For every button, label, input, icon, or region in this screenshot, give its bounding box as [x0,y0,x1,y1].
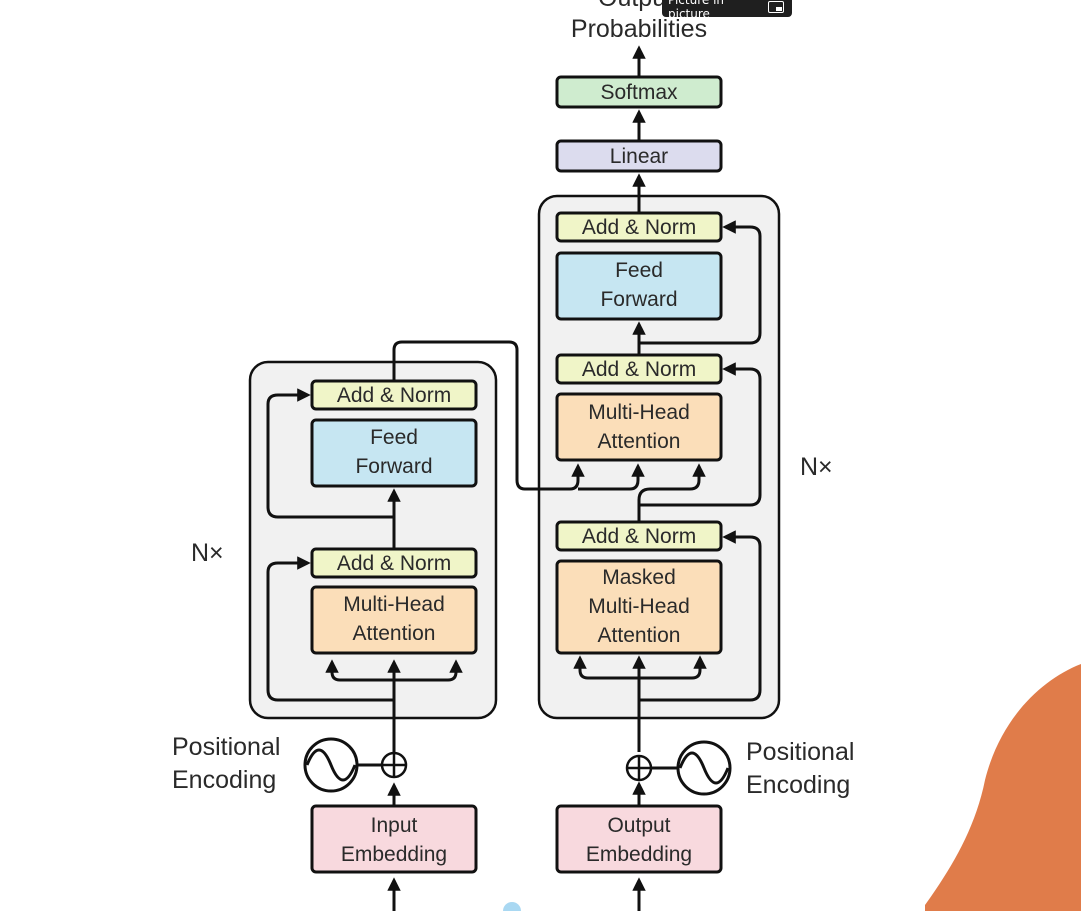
encoder-feed-forward-label-2: Forward [355,455,432,478]
encoder-multi-head-attention [310,585,478,655]
encoder-add-icon-cross [382,753,406,777]
cursor-highlight [503,902,521,911]
decoder-add-norm-bottom [555,520,723,552]
decoder-feed-forward-label-2: Forward [600,288,677,311]
decoder-add-norm-bottom-label: Add & Norm [582,525,696,548]
encoder-to-decoder-k-wire [578,463,645,491]
encoder-to-decoder-wire [392,340,585,491]
encoder-sine-wave [305,748,357,782]
encoder-mha-label-1: Multi-Head [343,593,445,616]
decoder-masked-label-2: Multi-Head [588,595,690,618]
output-embedding-label-2: Embedding [586,843,692,866]
output-embedding-block [555,804,723,874]
decoder-multi-head-attention [555,392,723,462]
decoder-add-norm-mid-label: Add & Norm [582,358,696,381]
output-embedding-label-1: Output [607,814,670,837]
decoder-add-icon-cross [627,756,651,780]
encoder-repeat-label: N× [191,539,224,567]
encoder-add-norm-top-label: Add & Norm [337,384,451,407]
decoder-masked-k-wire [573,655,639,680]
decoder-add-norm-mid [555,353,723,385]
encoder-residual-1-wire [266,556,394,702]
decoder-masked-label-3: Attention [598,624,681,647]
decoder-addnorm-to-mha-q-wire [637,463,706,522]
linear-block [555,139,723,173]
decoder-mha-label-2: Attention [598,430,681,453]
picture-in-picture-icon [768,0,784,13]
decoder-masked-attention [555,559,723,655]
decoder-residual-1-wire [639,530,762,702]
encoder-add-norm-top [310,379,478,411]
encoder-mha-label-2: Attention [353,622,436,645]
softmax-block [555,75,723,109]
encoder-pos-enc-label-2: Encoding [172,766,276,794]
decoder-pos-enc-label-2: Encoding [746,771,850,799]
output-title: Probabilities [571,15,707,43]
decoder-masked-v-wire [639,655,707,680]
encoder-feed-forward [310,418,478,488]
encoder-stack [248,360,498,720]
encoder-add-norm-bottom [310,547,478,579]
decoder-feed-forward [555,251,723,321]
decoder-add-norm-top [555,211,723,243]
decoder-add-norm-top-label: Add & Norm [582,216,696,239]
encoder-add-norm-bottom-label: Add & Norm [337,552,451,575]
presenter-shoulder [925,664,1081,911]
decoder-pos-enc-label-1: Positional [746,738,854,766]
decoder-repeat-label: N× [800,453,833,481]
encoder-mha-v-wire [394,659,463,682]
input-embedding-label-2: Embedding [341,843,447,866]
decoder-masked-label-1: Masked [602,566,676,589]
decoder-feed-forward-label-1: Feed [615,259,663,282]
linear-label: Linear [610,145,668,168]
decoder-residual-2-wire [639,362,762,507]
encoder-feed-forward-label-1: Feed [370,426,418,449]
output-title-partial: Outpu [598,0,666,12]
softmax-label: Softmax [600,81,678,104]
picture-in-picture-button[interactable]: Picture in picture [662,0,792,21]
decoder-residual-3-wire [639,220,762,345]
decoder-sine-wave [678,751,730,785]
encoder-residual-2-wire [266,388,394,519]
input-embedding-block [310,804,478,874]
encoder-pos-enc-label-1: Positional [172,733,280,761]
decoder-mha-label-1: Multi-Head [588,401,690,424]
picture-in-picture-label: Picture in picture [668,0,724,21]
encoder-mha-k-wire [325,659,394,682]
input-embedding-label-1: Input [371,814,418,837]
